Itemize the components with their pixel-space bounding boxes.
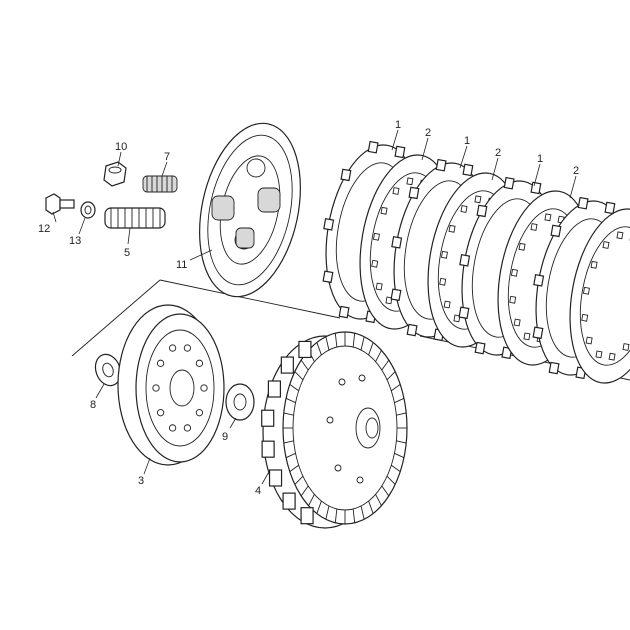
callout-1c: 1 bbox=[537, 153, 543, 165]
callout-3: 3 bbox=[138, 475, 144, 487]
callout-labels: 1 2 1 2 1 2 10 7 5 12 13 11 8 9 3 4 bbox=[38, 119, 579, 497]
callout-7: 7 bbox=[164, 151, 170, 163]
callout-4: 4 bbox=[255, 485, 261, 497]
callout-9: 9 bbox=[222, 431, 228, 443]
spring-part-5 bbox=[104, 207, 166, 229]
callout-10: 10 bbox=[115, 141, 127, 153]
clutch-basket-part-4 bbox=[261, 331, 408, 529]
nut-part-10 bbox=[103, 161, 127, 187]
callout-11: 11 bbox=[176, 259, 187, 271]
clutch-plate-stack bbox=[322, 140, 630, 384]
callout-5: 5 bbox=[124, 247, 130, 259]
spring-part-7 bbox=[142, 175, 178, 193]
washer-part-13 bbox=[80, 201, 96, 219]
callout-2a: 2 bbox=[425, 127, 431, 139]
callout-1b: 1 bbox=[464, 135, 470, 147]
callout-8: 8 bbox=[90, 399, 96, 411]
callout-1a: 1 bbox=[395, 119, 401, 131]
washer-part-8 bbox=[94, 353, 122, 387]
spline-nut-part-9 bbox=[225, 383, 255, 421]
bolt-part-12 bbox=[45, 193, 75, 215]
leader-lines bbox=[52, 129, 577, 485]
callout-13: 13 bbox=[69, 235, 81, 247]
callout-2b: 2 bbox=[495, 147, 501, 159]
callout-2c: 2 bbox=[573, 165, 579, 177]
pressure-plate bbox=[199, 122, 301, 298]
steel-plate bbox=[569, 208, 630, 384]
callout-12: 12 bbox=[38, 223, 50, 235]
inner-hub-part-3 bbox=[117, 304, 225, 466]
